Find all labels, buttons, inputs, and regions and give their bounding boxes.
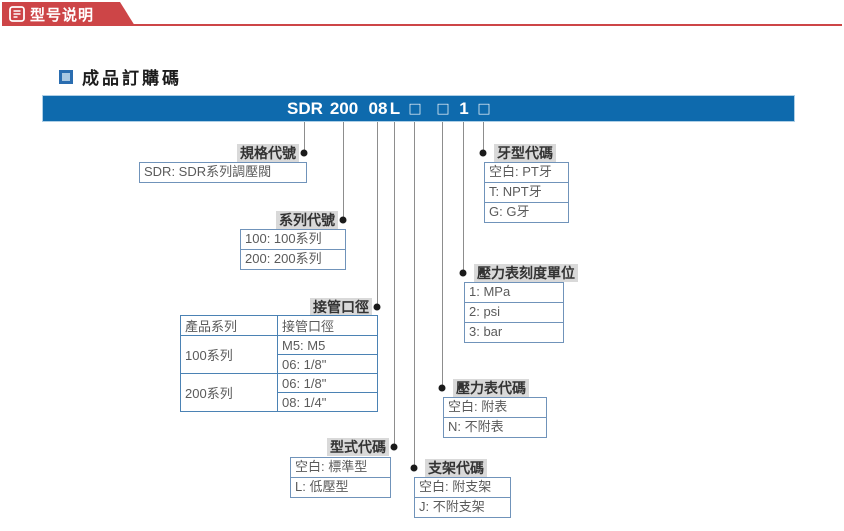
port-table-value-cell: 06: 1/8" [277,354,378,374]
series-code-box: 100: 100系列 200: 200系列 [240,229,346,270]
connector-line-series [343,122,344,220]
gauge-unit-row: 2: psi [465,302,563,322]
gauge-unit-box: 1: MPa 2: psi 3: bar [464,282,564,343]
thread-code-row: T: NPT牙 [485,182,568,202]
gauge-unit-label: 壓力表刻度單位 [474,264,578,282]
subsection-title: 成品訂購碼 [82,69,182,88]
series-code-label: 系列代號 [276,211,338,229]
bracket-code-row: J: 不附支架 [415,497,510,517]
thread-code-row: 空白: PT牙 [489,164,552,179]
port-table-series-cell: 100系列 [180,335,278,374]
type-code-row: L: 低壓型 [291,477,390,497]
connector-line-unit [463,122,464,273]
connector-dot-type [390,443,398,451]
document-icon [9,6,25,22]
thread-code-row: G: G牙 [485,202,568,222]
subsection-heading: 成品訂購碼 [59,64,182,89]
bracket-code-label: 支架代碼 [425,459,487,477]
connector-dot-gauge [438,384,446,392]
spec-code-row: SDR: SDR系列調壓閥 [144,164,272,179]
connector-line-thread [483,122,484,153]
port-table-header-series: 產品系列 [180,315,278,336]
connector-dot-series [339,216,347,224]
connector-dot-port [373,303,381,311]
port-table-series-cell: 200系列 [180,373,278,412]
connector-line-spec [304,122,305,153]
port-table-value-cell: 08: 1/4" [277,392,378,412]
gauge-code-row: 空白: 附表 [448,399,508,414]
connector-dot-unit [459,269,467,277]
type-code-row: 空白: 標準型 [295,459,368,474]
type-code-label: 型式代碼 [327,438,389,456]
port-table-value-cell: M5: M5 [277,335,378,355]
connector-line-port [377,122,378,307]
port-table-value-cell: 06: 1/8" [277,373,378,393]
series-code-row: 100: 100系列 [245,231,322,246]
header-divider [2,24,842,26]
thread-code-box: 空白: PT牙 T: NPT牙 G: G牙 [484,162,569,223]
spec-code-label: 規格代號 [237,144,299,162]
connector-dot-spec [300,149,308,157]
page-title: 型号说明 [30,6,95,24]
order-code-banner: SDR 200 08 L □ □ 1 □ [42,95,795,122]
bracket-code-box: 空白: 附支架 J: 不附支架 [414,477,511,518]
type-code-box: 空白: 標準型 L: 低壓型 [290,457,391,498]
connector-line-type [394,122,395,447]
code-part-bracket-blank: □ [409,98,421,118]
port-size-label: 接管口徑 [310,298,372,316]
code-part-series-prefix: SDR [287,98,323,118]
port-table-header-port: 接管口徑 [277,315,378,336]
gauge-unit-row: 3: bar [465,322,563,342]
connector-line-gauge [442,122,443,388]
code-part-series: 200 [329,98,359,118]
bracket-code-row: 空白: 附支架 [419,479,492,494]
spec-code-box: SDR: SDR系列調壓閥 [139,162,307,183]
code-part-type: L [389,98,401,118]
gauge-unit-row: 1: MPa [469,284,511,299]
gauge-code-row: N: 不附表 [444,417,546,437]
connector-dot-bracket [410,464,418,472]
port-size-table: 產品系列 接管口徑 100系列 M5: M5 06: 1/8" 200系列 06… [180,315,378,412]
code-part-port: 08 [368,98,388,118]
code-part-thread-blank: □ [478,98,490,118]
code-part-unit: 1 [459,98,469,118]
code-part-gauge-blank: □ [437,98,449,118]
square-bullet-icon [59,69,73,84]
gauge-code-box: 空白: 附表 N: 不附表 [443,397,547,438]
connector-line-bracket [414,122,415,468]
series-code-row: 200: 200系列 [241,249,345,269]
section-header-tab: 型号说明 [2,2,135,26]
thread-code-label: 牙型代碼 [494,144,556,162]
gauge-code-label: 壓力表代碼 [453,379,529,397]
connector-dot-thread [479,149,487,157]
